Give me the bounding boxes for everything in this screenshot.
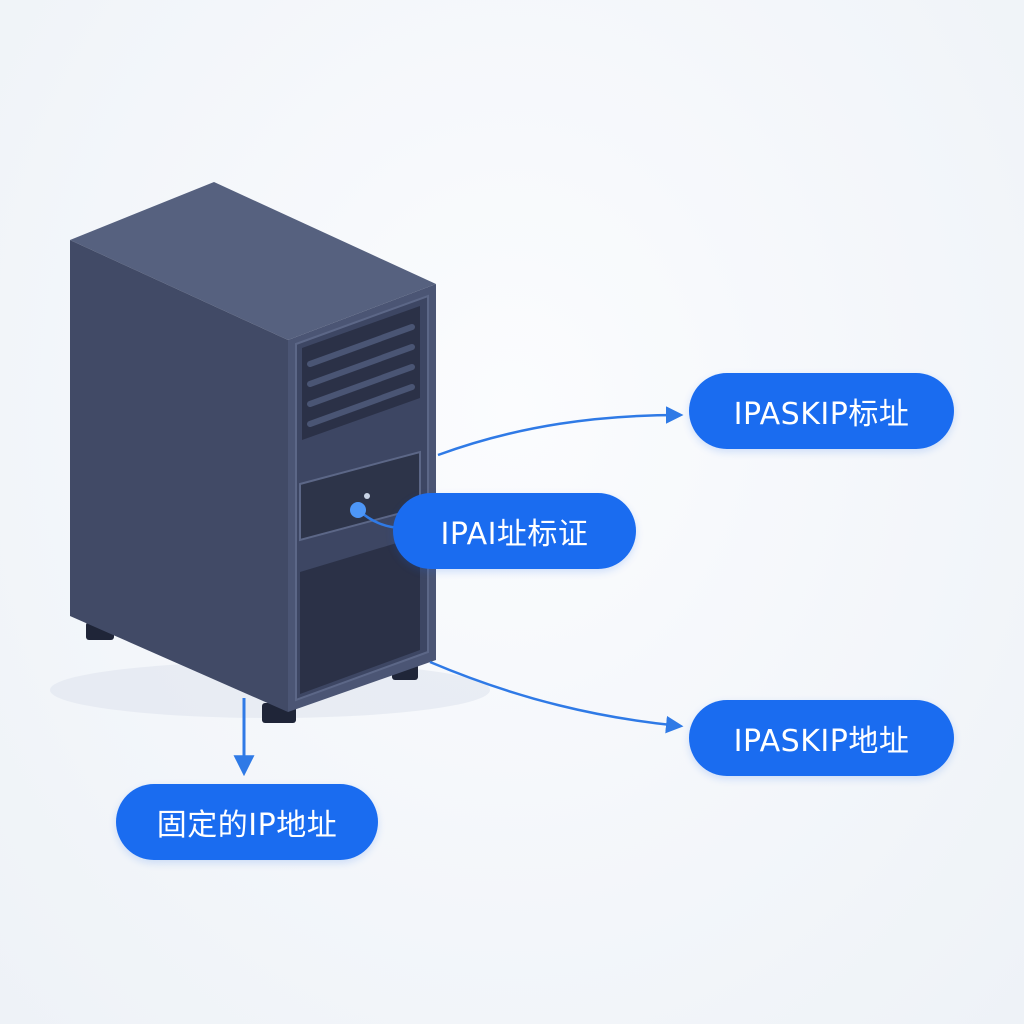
power-button-icon	[364, 493, 370, 499]
label-pill-top-right: IPASKIP标址	[689, 373, 954, 449]
connection-point-icon	[350, 502, 366, 518]
server-tower-icon	[70, 182, 436, 712]
vent-slots	[307, 324, 415, 427]
label-pill-lower-right: IPASKIP地址	[689, 700, 954, 776]
label-pill-middle: IPAI址标证	[393, 493, 636, 569]
connector-lower-right	[429, 660, 684, 734]
label-lower-right-text: IPASKIP地址	[733, 724, 910, 759]
label-bottom-left-text: 固定的IP地址	[156, 808, 338, 843]
connector-top-right	[437, 406, 684, 457]
label-pill-bottom-left: 固定的IP地址	[116, 784, 378, 860]
lower-panel	[300, 536, 420, 694]
label-middle-text: IPAI址标证	[440, 517, 589, 552]
label-top-right-text: IPASKIP标址	[733, 397, 910, 432]
